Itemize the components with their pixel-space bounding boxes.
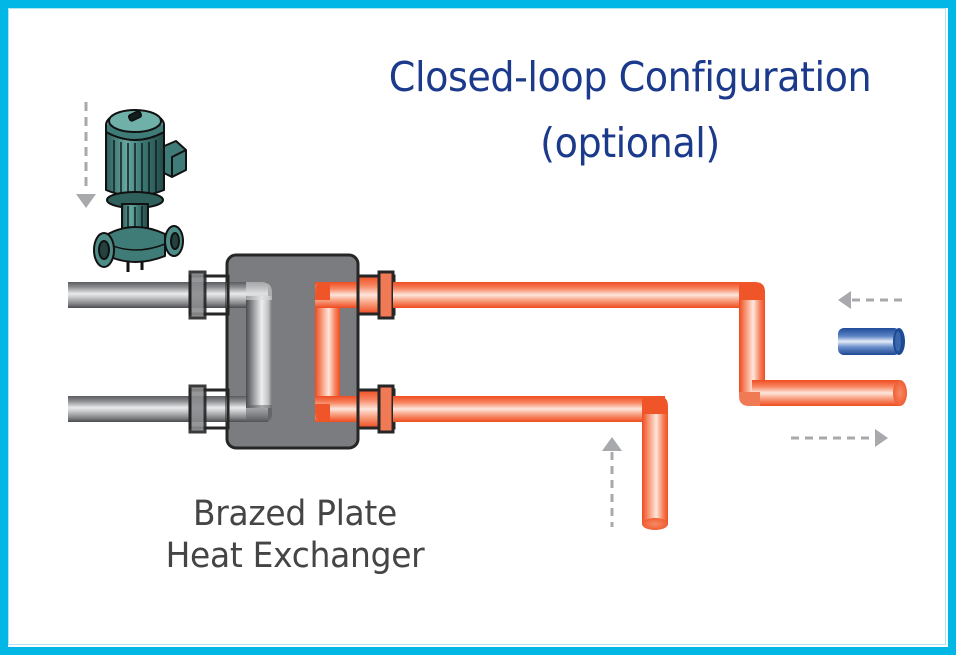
flow-arrow-supply-out-icon	[791, 429, 888, 447]
open-loop-pipes-icon	[393, 282, 907, 530]
diagram-frame-inner	[8, 8, 946, 645]
flow-arrow-return-in-icon	[838, 291, 902, 309]
diagram-title-line-1: Closed-loop Configuration	[388, 53, 872, 101]
heat-exchanger-label-line-1: Brazed Plate	[192, 494, 398, 534]
supply-pipe-stub-icon	[838, 328, 905, 355]
heat-exchanger-label-line-2: Heat Exchanger	[165, 536, 425, 576]
brazed-plate-heat-exchanger-icon	[225, 253, 360, 450]
diagram-title-line-2: (optional)	[540, 119, 720, 167]
circulation-pump-icon	[93, 109, 187, 272]
flow-arrow-source-in-icon	[602, 437, 622, 527]
flow-arrow-pump-inlet-icon	[76, 102, 96, 208]
